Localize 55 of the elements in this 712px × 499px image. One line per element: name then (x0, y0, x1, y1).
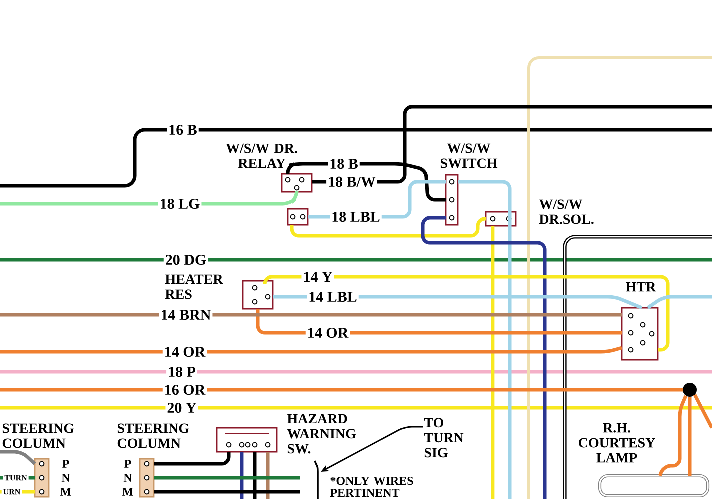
pin-letter: M (60, 488, 72, 496)
wire (154, 490, 300, 494)
pin-letter: M (122, 488, 134, 496)
wire (240, 452, 244, 499)
wire (256, 309, 622, 335)
wire (154, 452, 231, 466)
component-label: STEERING COLUMN (2, 424, 74, 448)
wire (688, 397, 692, 476)
pin-letter: P (62, 460, 70, 468)
wire (154, 476, 300, 480)
wire-label: 20 DG (164, 253, 208, 267)
pin-letter: N (62, 474, 70, 482)
component-label: HAZARD WARNING SW. (287, 414, 356, 454)
wire (458, 180, 512, 499)
wire-label: 14 BRN (159, 308, 213, 322)
component-label: R.H. COURTESY LAMP (579, 423, 656, 463)
wire (290, 217, 487, 238)
wire (253, 452, 257, 499)
wire-label: 20 Y (166, 401, 198, 415)
wire (0, 346, 622, 354)
wire-label: 18 LG (158, 197, 202, 211)
component-label: HEATER RES (165, 274, 224, 300)
note-text: *ONLY WIRES PERTINENT (330, 477, 414, 497)
wire-label: 18 B/W (326, 175, 378, 189)
wire-label: 18 B (328, 157, 360, 171)
component-label: W/S/W DR.SOL. (539, 200, 594, 224)
wire (266, 452, 270, 499)
wire-label: 16 OR (162, 383, 208, 397)
splice-dot (683, 383, 697, 397)
wire-label: 16 B (167, 123, 199, 137)
wire (693, 394, 712, 429)
pin-letter: N (124, 474, 132, 482)
wire-label: 18 LBL (330, 210, 382, 224)
wire-label: 14 Y (302, 270, 334, 284)
connector (287, 208, 309, 226)
wire-label: URN (2, 488, 22, 496)
wire-label: 14 OR (162, 345, 208, 359)
component-label: HTR (626, 282, 656, 292)
wire (0, 313, 622, 317)
wire (647, 295, 712, 310)
component-label: STEERING COLUMN (118, 424, 190, 448)
component-label: W/S/W SWITCH (440, 144, 498, 168)
wire-label: 14 OR (306, 326, 350, 340)
bracket (314, 460, 319, 499)
wire (491, 226, 495, 499)
wire (263, 275, 670, 352)
wire-label: 18 P (166, 365, 198, 379)
wire-label: 14 LBL (307, 290, 359, 304)
wire (0, 450, 36, 466)
component-label: W/S/W DR. RELAY (226, 144, 298, 168)
wire (421, 216, 547, 499)
callout-text: TO TURN SIG (424, 418, 464, 458)
wire (0, 388, 683, 392)
pin-letter: P (124, 460, 132, 468)
wire (312, 105, 712, 184)
